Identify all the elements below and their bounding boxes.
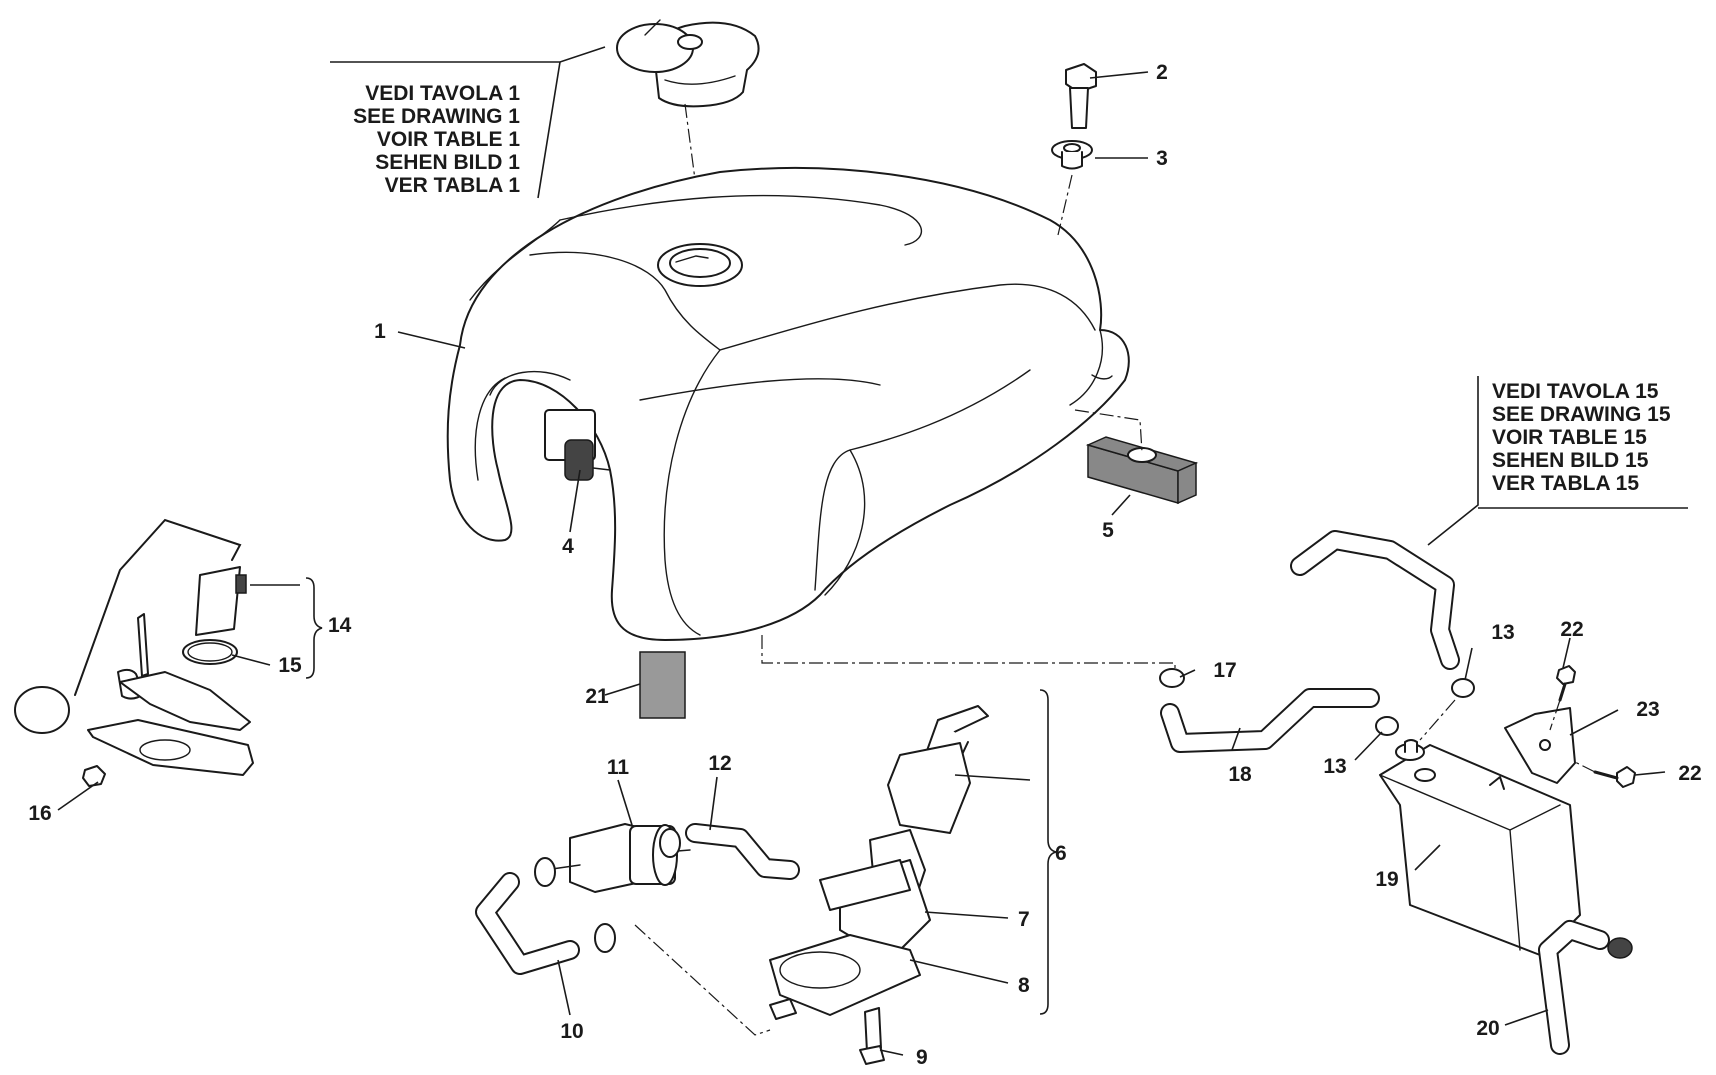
- bracket-14: [305, 577, 323, 679]
- bolt-and-washer-illustration: [1051, 63, 1097, 170]
- ref1-line-fr: VOIR TABLE 1: [377, 128, 520, 151]
- ref15-line-fr: VOIR TABLE 15: [1492, 426, 1647, 449]
- callout-13-lower: 13: [1323, 755, 1346, 778]
- tank-to-hose-dash: [761, 635, 1176, 680]
- fuel-pump-illustration: [769, 705, 989, 1065]
- reference-note-drawing-1: VEDI TAVOLA 1 SEE DRAWING 1 VOIR TABLE 1…: [330, 46, 606, 199]
- clamp-dash: [1419, 699, 1456, 741]
- hose-10-dash: [634, 924, 771, 1036]
- callout-13-upper: 13: [1491, 621, 1514, 644]
- fuel-level-sender-illustration: [14, 518, 254, 787]
- callout-6: 6: [1055, 842, 1067, 865]
- callout-numbers: 1 2 3 4 5 6 7 8 9 10 11 12 13 13 14 15 1…: [28, 61, 1701, 1069]
- bracket-6: [1039, 689, 1057, 1015]
- clamp-13-lower: [1375, 716, 1399, 736]
- callout-19: 19: [1375, 868, 1398, 891]
- callout-10: 10: [560, 1020, 583, 1043]
- bolt-dash: [1057, 174, 1073, 236]
- callout-15: 15: [278, 654, 302, 677]
- screw-22-top: [1556, 665, 1576, 702]
- canister-bracket-illustration: [1504, 707, 1576, 784]
- callout-21: 21: [585, 685, 609, 708]
- callout-20: 20: [1476, 1017, 1499, 1040]
- callout-4: 4: [562, 535, 574, 558]
- callout-leaders: [57, 71, 1666, 1056]
- label-sticker-illustration: [639, 651, 686, 719]
- callout-14: 14: [328, 614, 352, 637]
- vent-hose-ref15: [1290, 530, 1460, 670]
- ref15-line-es: VER TABLA 15: [1492, 472, 1639, 495]
- callout-8: 8: [1018, 974, 1030, 997]
- callout-22-right: 22: [1678, 762, 1701, 785]
- screw-22-right: [1593, 766, 1636, 788]
- callout-3: 3: [1156, 147, 1168, 170]
- ref1-line-es: VER TABLA 1: [385, 174, 521, 197]
- pad-dash: [1074, 409, 1143, 453]
- callout-18: 18: [1228, 763, 1252, 786]
- callout-16: 16: [28, 802, 51, 825]
- callout-22-top: 22: [1560, 618, 1583, 641]
- hose-12: [685, 823, 800, 880]
- rubber-pad-illustration: [1085, 436, 1199, 505]
- ref1-line-de: SEHEN BILD 1: [375, 151, 520, 174]
- screw-22-top-dash: [1549, 699, 1561, 731]
- screw-22-right-dash: [1574, 761, 1596, 773]
- fuel-cap-illustration: [616, 19, 760, 108]
- callout-17: 17: [1213, 659, 1236, 682]
- ref15-line-de: SEHEN BILD 15: [1492, 449, 1649, 472]
- callout-23: 23: [1636, 698, 1659, 721]
- callout-1: 1: [374, 320, 386, 343]
- callout-11: 11: [607, 756, 630, 779]
- hose-clamps-illustration: [534, 828, 681, 953]
- callout-5: 5: [1102, 519, 1114, 542]
- hose-20: [1538, 920, 1610, 1055]
- callout-9: 9: [916, 1046, 928, 1069]
- clamp-17: [1159, 668, 1185, 688]
- callout-7: 7: [1018, 908, 1030, 931]
- ref15-line-it: VEDI TAVOLA 15: [1492, 380, 1659, 403]
- reference-note-drawing-15: VEDI TAVOLA 15 SEE DRAWING 15 VOIR TABLE…: [1427, 376, 1688, 546]
- hose-10: [475, 872, 580, 975]
- ref1-line-en: SEE DRAWING 1: [353, 105, 520, 128]
- callout-2: 2: [1156, 61, 1168, 84]
- callout-12: 12: [708, 752, 731, 775]
- clamp-13-upper: [1451, 678, 1475, 698]
- fuel-tank-illustration: [446, 167, 1130, 641]
- ref15-line-en: SEE DRAWING 15: [1492, 403, 1671, 426]
- ref1-line-it: VEDI TAVOLA 1: [365, 82, 520, 105]
- hose-20-end: [1607, 937, 1633, 959]
- hose-18: [1160, 688, 1380, 753]
